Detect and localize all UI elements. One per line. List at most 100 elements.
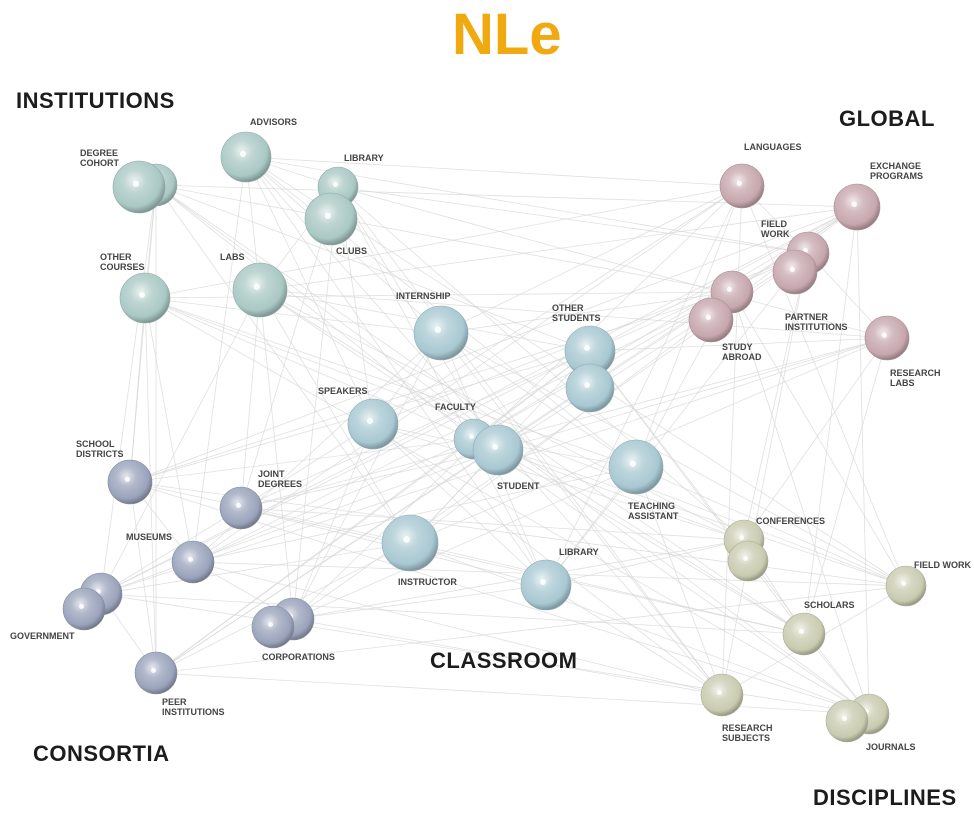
languages-node: [719, 163, 765, 209]
connection-line: [129, 438, 475, 483]
connection-line: [100, 542, 411, 595]
scholars-label: SCHOLARS: [804, 600, 855, 610]
joint-degrees-label-line: DEGREES: [258, 479, 302, 489]
exchange-programs-label-line: PROGRAMS: [870, 171, 923, 181]
languages-label: LANGUAGES: [744, 142, 802, 152]
connection-line: [245, 156, 547, 586]
student-node: [472, 424, 524, 476]
speakers-label-line: SPEAKERS: [318, 386, 368, 396]
internship-label: INTERNSHIP: [396, 291, 451, 301]
government-label-line: GOVERNMENT: [10, 631, 75, 641]
connection-line: [240, 449, 499, 509]
faculty-label-line: FACULTY: [435, 402, 476, 412]
connection-line: [155, 184, 591, 352]
connection-line: [337, 186, 809, 254]
connection-line: [192, 561, 723, 696]
partner-institutions-label-line: PARTNER: [785, 312, 828, 322]
connection-line: [240, 337, 888, 509]
connection-line: [129, 481, 411, 544]
connection-line: [144, 297, 870, 715]
connection-line: [589, 337, 888, 352]
other-courses-label-line: OTHER: [100, 252, 132, 262]
labs-node: [232, 262, 288, 318]
group-title-institutions: INSTITUTIONS: [16, 88, 175, 113]
instructor-label-line: INSTRUCTOR: [398, 577, 457, 587]
instructor-highlight: [403, 536, 411, 543]
library-class-label: LIBRARY: [559, 547, 599, 557]
group-title-consortia: CONSORTIA: [33, 741, 170, 766]
other-courses-label-line: COURSES: [100, 262, 145, 272]
connection-line: [192, 156, 247, 563]
connection-line: [245, 156, 294, 620]
school-districts-label-line: SCHOOL: [76, 439, 115, 449]
languages-highlight: [736, 180, 742, 186]
connection-line: [129, 206, 858, 483]
internship-node: [413, 305, 469, 361]
advisors-label-line: ADVISORS: [250, 117, 297, 127]
connection-line: [856, 206, 870, 715]
government-label: GOVERNMENT: [10, 631, 75, 641]
partner-institutions-node-2: [688, 297, 734, 343]
student-label: STUDENT: [497, 481, 540, 491]
labs-label-line: LABS: [220, 252, 245, 262]
connection-line: [337, 186, 547, 586]
connection-line: [803, 337, 888, 635]
field-work-disc-node: [885, 565, 927, 607]
exchange-programs-node: [833, 183, 881, 231]
connection-line: [731, 291, 907, 587]
library-inst-highlight: [324, 212, 331, 220]
corporations-node-2: [251, 605, 295, 649]
connection-line: [337, 186, 745, 541]
field-work-disc-highlight: [901, 581, 906, 586]
museums-label: MUSEUMS: [126, 532, 172, 542]
connection-line: [803, 206, 858, 635]
logo-text: NLe: [452, 2, 562, 66]
connection-line: [292, 423, 374, 620]
teaching-assistant-node: [608, 439, 664, 495]
connection-line: [259, 206, 858, 291]
connection-line: [155, 585, 907, 674]
connection-line: [635, 466, 723, 696]
advisors-highlight: [240, 151, 246, 157]
conferences-highlight: [743, 556, 748, 561]
connection-line: [409, 542, 805, 635]
joint-degrees-node: [219, 486, 263, 530]
research-labs-label-line: LABS: [890, 378, 915, 388]
connection-line: [743, 252, 809, 541]
corporations-highlight: [267, 621, 274, 627]
partner-institutions-label-line: INSTITUTIONS: [785, 322, 848, 332]
connection-line: [497, 337, 888, 451]
internship-highlight: [434, 326, 442, 334]
journals-highlight: [841, 715, 847, 721]
internship-label-line: INTERNSHIP: [396, 291, 451, 301]
scholars-highlight: [798, 628, 804, 634]
connection-line: [129, 291, 733, 483]
connection-line: [743, 337, 888, 541]
connection-line: [440, 291, 733, 334]
degree-cohort-node-2: [112, 160, 166, 214]
connection-line: [635, 466, 907, 587]
node-layer: [62, 131, 927, 743]
connection-line: [292, 584, 547, 620]
other-courses-node: [119, 272, 171, 324]
study-abroad-label-line: ABROAD: [722, 352, 762, 362]
field-work-global-label-line: WORK: [761, 229, 790, 239]
connection-line: [292, 185, 743, 620]
teaching-assistant-label-line: TEACHING: [628, 501, 675, 511]
connection-line: [192, 438, 475, 563]
library-class-highlight: [540, 579, 546, 585]
conferences-node-2: [727, 540, 769, 582]
faculty-highlight: [469, 434, 474, 439]
connection-line: [545, 539, 745, 586]
corporations-label-line: CORPORATIONS: [262, 652, 335, 662]
connection-line: [129, 481, 157, 674]
connection-line: [545, 185, 743, 586]
